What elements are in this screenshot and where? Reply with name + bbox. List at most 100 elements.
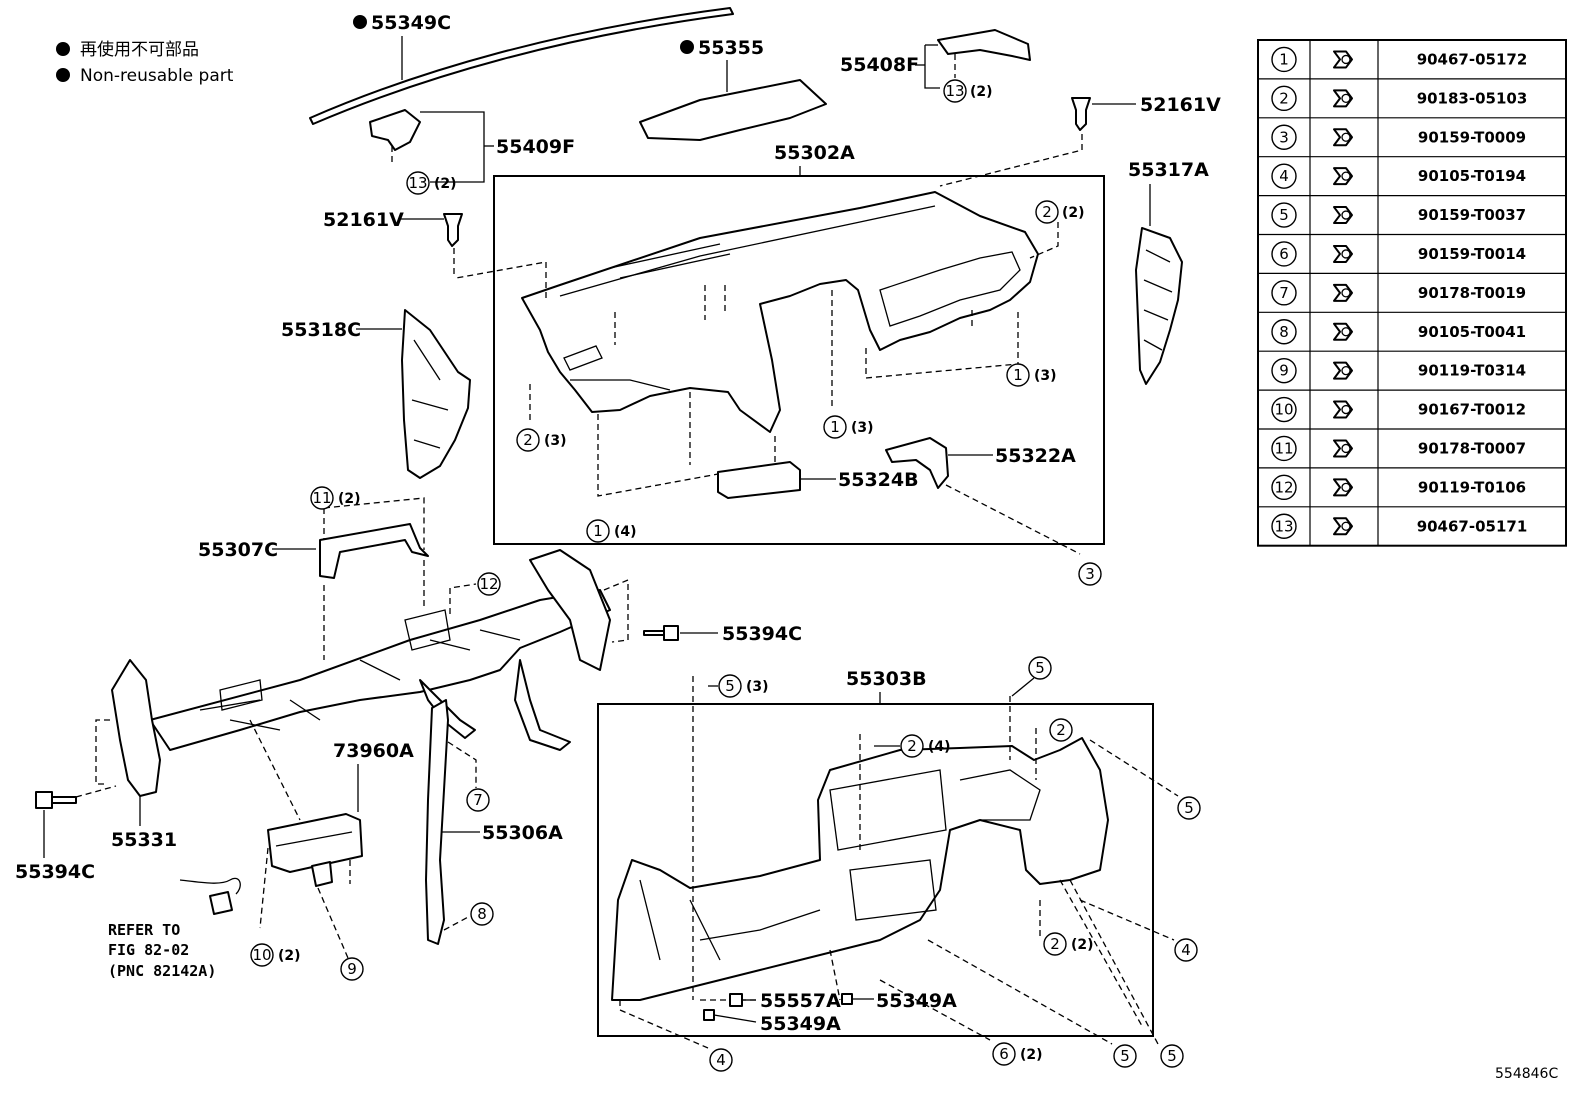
part-label-55318C: 55318C [281, 319, 361, 341]
fastener-part-number: 90159-T0037 [1418, 206, 1526, 224]
pad-55349A-right-shape [841, 993, 853, 1005]
fastener-index: 12 [1274, 478, 1293, 496]
part-55306A-group: 55306A [425, 699, 563, 945]
callout-12: 12 [477, 572, 501, 596]
part-55307C-group: 55307C [198, 497, 429, 660]
part-label-55408F: 55408F [840, 54, 919, 76]
svg-text:12: 12 [479, 575, 498, 593]
svg-text:13: 13 [945, 82, 964, 100]
svg-text:(4): (4) [928, 739, 951, 755]
part-55318C-group: 55318C [281, 309, 471, 479]
bolt-55394C-right-shape [643, 625, 679, 641]
fastener-part-number: 90159-T0009 [1418, 128, 1526, 146]
callout-2-c: 2 [1049, 718, 1073, 742]
fastener-icon [1333, 283, 1353, 302]
pad-55349A-bottom-shape [703, 1009, 715, 1021]
part-label-55409F: 55409F [496, 136, 575, 158]
fastener-icon [1333, 478, 1353, 497]
svg-text:8: 8 [477, 905, 487, 923]
fastener-index: 9 [1279, 362, 1289, 380]
part-label-52161V-top: 52161V [1140, 94, 1221, 116]
svg-text:(3): (3) [746, 679, 769, 695]
part-label-55394C-right: 55394C [722, 623, 802, 645]
svg-text:(4): (4) [614, 524, 637, 540]
refer-note-group: REFER TO FIG 82-02 (PNC 82142A) [108, 877, 241, 980]
fastener-index: 4 [1279, 167, 1289, 185]
legend-en: Non-reusable part [80, 66, 234, 86]
fastener-icon [1333, 400, 1353, 419]
callout-5-b: 5 [1011, 656, 1052, 697]
callout-2-d: 2 (4) [874, 734, 951, 758]
part-label-55349C: 55349C [371, 12, 451, 34]
callout-5-e: 5 [1160, 1044, 1184, 1068]
callout-4-a: 4 [1174, 938, 1198, 962]
fastener-index-circle [1271, 474, 1297, 501]
side-panel-55318C-shape [401, 309, 471, 479]
fastener-index-circle [1271, 202, 1297, 228]
part-label-55349A-bottom: 55349A [760, 1013, 841, 1035]
defroster-strip-shape [309, 7, 734, 125]
part-52161V-left-group: 52161V [323, 209, 463, 278]
part-52161V-top-group: 52161V [939, 94, 1221, 187]
fastener-index-circle [1271, 435, 1297, 462]
part-55324B-group: 55324B [717, 461, 919, 499]
svg-text:4: 4 [716, 1051, 726, 1069]
fastener-index-circle [1271, 280, 1297, 306]
svg-text:2: 2 [1056, 721, 1066, 739]
svg-text:1: 1 [830, 418, 840, 436]
fastener-icon [1333, 439, 1353, 458]
svg-text:2: 2 [1050, 935, 1060, 953]
legend: 再使用不可部品 Non-reusable part [56, 39, 234, 86]
bracket-55409F-shape [369, 109, 421, 151]
refer-note-line-1: REFER TO [108, 921, 180, 939]
fastener-icon [1333, 128, 1353, 147]
fastener-index: 1 [1279, 50, 1289, 68]
fastener-index: 7 [1279, 284, 1289, 302]
callout-2-left: 2 (3) [516, 428, 567, 452]
svg-text:5: 5 [1120, 1047, 1130, 1065]
fastener-part-number: 90178-T0019 [1418, 284, 1526, 302]
svg-text:7: 7 [473, 791, 483, 809]
svg-text:13: 13 [408, 174, 427, 192]
brace-55306A-shape [425, 699, 449, 945]
fastener-part-number: 90167-T0012 [1418, 401, 1526, 419]
fastener-icon [1333, 322, 1353, 341]
svg-text:(3): (3) [1034, 368, 1057, 384]
wire-connector-shape [209, 891, 233, 915]
fastener-index: 3 [1279, 128, 1289, 146]
svg-text:1: 1 [1013, 366, 1023, 384]
fastener-part-number: 90178-T0007 [1418, 439, 1526, 457]
callout-5-a: 5 (3) [708, 674, 769, 698]
part-label-73960A: 73960A [333, 740, 414, 762]
svg-text:(2): (2) [338, 491, 361, 507]
fastener-index-circle [1271, 241, 1297, 267]
svg-text:(3): (3) [544, 433, 567, 449]
svg-text:9: 9 [347, 960, 357, 978]
reinforcement-assembly: 55394C 55394C 55331 [15, 549, 802, 883]
svg-text:11: 11 [312, 489, 331, 507]
fastener-part-number: 90467-05171 [1417, 517, 1528, 535]
part-73960A-group: 73960A [249, 719, 414, 959]
fastener-index-circle [1271, 163, 1297, 189]
bracket-55322A-shape [885, 437, 949, 489]
part-label-55306A: 55306A [482, 822, 563, 844]
svg-text:5: 5 [1035, 659, 1045, 677]
part-label-55302A: 55302A [774, 142, 855, 164]
side-panel-55317A-shape [1135, 227, 1183, 385]
part-55322A-group: 55322A [885, 437, 1081, 555]
svg-text:5: 5 [1184, 799, 1194, 817]
fastener-icon [1333, 244, 1353, 263]
callout-2-e: 2 (2) [1043, 932, 1094, 956]
part-label-55394C-left: 55394C [15, 861, 95, 883]
airbag-sensor-73960A-shape [267, 813, 363, 873]
svg-text:3: 3 [1085, 565, 1095, 583]
fastener-index-circle [1271, 319, 1297, 345]
fastener-part-number: 90119-T0106 [1418, 478, 1526, 496]
panel-sub-assembly-55303B-group: 55303B 55557A 55349A 55349A [597, 668, 1179, 1049]
fastener-part-number: 90183-05103 [1417, 89, 1528, 107]
